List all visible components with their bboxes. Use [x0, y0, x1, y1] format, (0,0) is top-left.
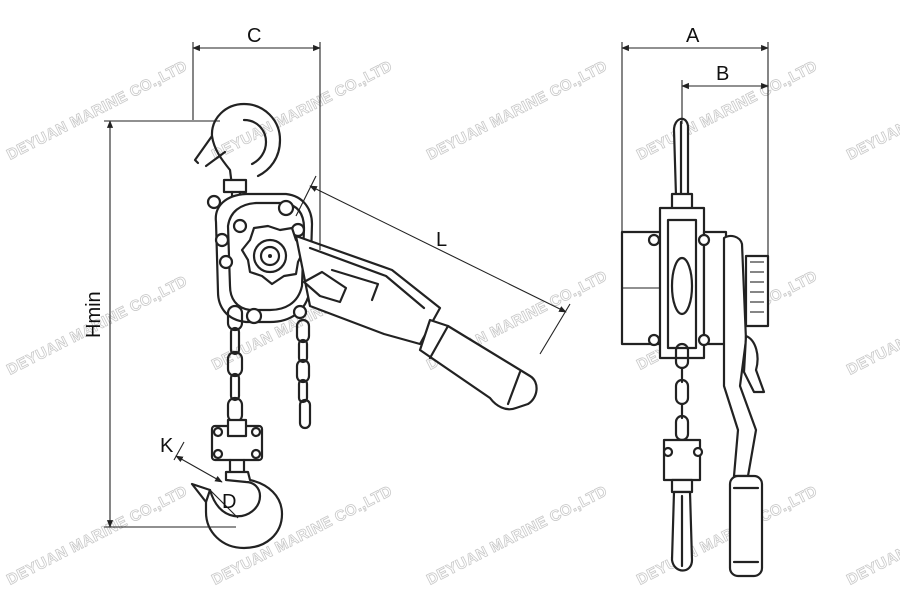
dimension-hmin: Hmin: [83, 120, 236, 528]
watermark-text: DEYUAN MARINE CO.,LTD: [844, 483, 900, 589]
front-view: C L Hmin K D: [83, 25, 571, 550]
watermark-text: DEYUAN MARINE CO.,LTD: [4, 58, 190, 164]
dimension-label-b: B: [716, 63, 729, 85]
hoist-body: [206, 192, 314, 325]
dimension-d: D: [209, 489, 239, 519]
dimension-label-k: K: [160, 435, 174, 457]
load-chain: [226, 304, 244, 424]
dimension-l: L: [295, 175, 571, 355]
side-housing: [620, 206, 770, 360]
watermark-text: DEYUAN MARINE CO.,LTD: [424, 483, 610, 589]
watermark-text: DEYUAN MARINE CO.,LTD: [844, 58, 900, 164]
watermark-text: DEYUAN MARINE CO.,LTD: [4, 483, 190, 589]
watermark-text: DEYUAN MARINE CO.,LTD: [209, 58, 395, 164]
side-lever: [722, 234, 766, 578]
watermark-text: DEYUAN MARINE CO.,LTD: [844, 273, 900, 379]
dimension-label-c: C: [247, 25, 261, 47]
dimension-b: B: [681, 63, 769, 124]
slack-chain: [295, 318, 312, 430]
dimension-label-d: D: [222, 491, 236, 513]
dimension-label-a: A: [686, 25, 700, 47]
side-top-hook: [670, 117, 694, 212]
dimension-label-l: L: [436, 229, 447, 251]
watermark-text: DEYUAN MARINE CO.,LTD: [634, 483, 820, 589]
side-bottom-hook: [662, 438, 704, 572]
dimension-a: A: [621, 25, 769, 258]
side-view: A B: [620, 25, 770, 578]
watermark-text: DEYUAN MARINE CO.,LTD: [424, 58, 610, 164]
bottom-hook: [190, 418, 284, 550]
top-hook: [193, 102, 282, 202]
dimension-k: K: [160, 435, 223, 483]
dimension-label-hmin: Hmin: [83, 291, 105, 338]
